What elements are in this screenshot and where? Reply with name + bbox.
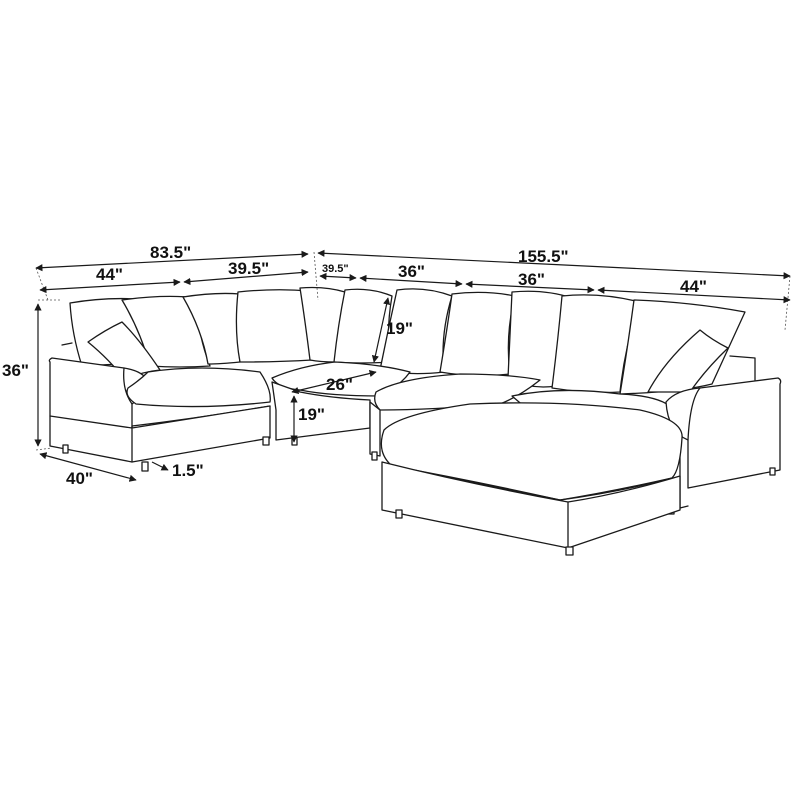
- sofa-illustration: [48, 286, 782, 556]
- left-seat-cushion: [126, 367, 271, 408]
- right-arm: [665, 377, 782, 489]
- label-leg-height: 1.5": [172, 461, 204, 480]
- label-corner-width: 39.5": [228, 259, 269, 278]
- label-armless-seat-width-1: 36": [398, 262, 425, 281]
- dim-line-1-5-leg: [151, 461, 169, 471]
- dim-line-39-5: [183, 268, 309, 286]
- left-arm-front: [123, 367, 133, 405]
- back-frame: [61, 342, 73, 346]
- dim-line-83-5: [35, 250, 309, 272]
- dim-line-44-left: [39, 278, 181, 294]
- back-cushion: [121, 295, 211, 368]
- label-depth: 40": [66, 469, 93, 488]
- label-seat-height: 19": [298, 405, 325, 424]
- label-overall-width: 155.5": [518, 247, 569, 266]
- label-seat-depth: 26": [326, 375, 353, 394]
- dim-line-19-back: [371, 297, 391, 363]
- dimension-labels: 83.5" 155.5" 44" 39.5" 39.5" 36" 36" 44"…: [2, 243, 707, 488]
- label-left-section-width: 83.5": [150, 243, 191, 262]
- back-frame: [729, 355, 756, 381]
- right-arm-front: [687, 387, 701, 441]
- back-cushion: [439, 291, 516, 377]
- sofa-leg: [62, 444, 69, 454]
- dim-line-155-5: [317, 249, 791, 280]
- label-right-arm-seat-width: 44": [680, 277, 707, 296]
- dim-line-44-right: [597, 286, 791, 304]
- label-overall-height: 36": [2, 361, 29, 380]
- sofa-leg: [395, 509, 403, 519]
- sofa-leg: [262, 436, 270, 446]
- back-cushion: [235, 289, 313, 363]
- label-left-arm-seat-width: 44": [96, 265, 123, 284]
- sofa-leg: [565, 546, 574, 556]
- dimension-lines: [34, 249, 791, 482]
- label-armless-seat-width-2: 36": [518, 270, 545, 289]
- dim-line-36-a: [359, 274, 463, 288]
- sofa-leg: [769, 467, 776, 476]
- sofa-leg: [371, 451, 378, 461]
- left-base: [131, 405, 271, 463]
- dim-line-39-5-small: [319, 272, 357, 282]
- label-back-height: 19": [386, 319, 413, 338]
- label-small-corner-width: 39.5": [322, 263, 349, 275]
- dim-line-36-b: [465, 280, 595, 294]
- dim-line-26-depth: [291, 369, 377, 395]
- sofa-leg: [141, 461, 149, 472]
- armless-base: [369, 401, 381, 457]
- dim-line-40-depth: [39, 452, 137, 482]
